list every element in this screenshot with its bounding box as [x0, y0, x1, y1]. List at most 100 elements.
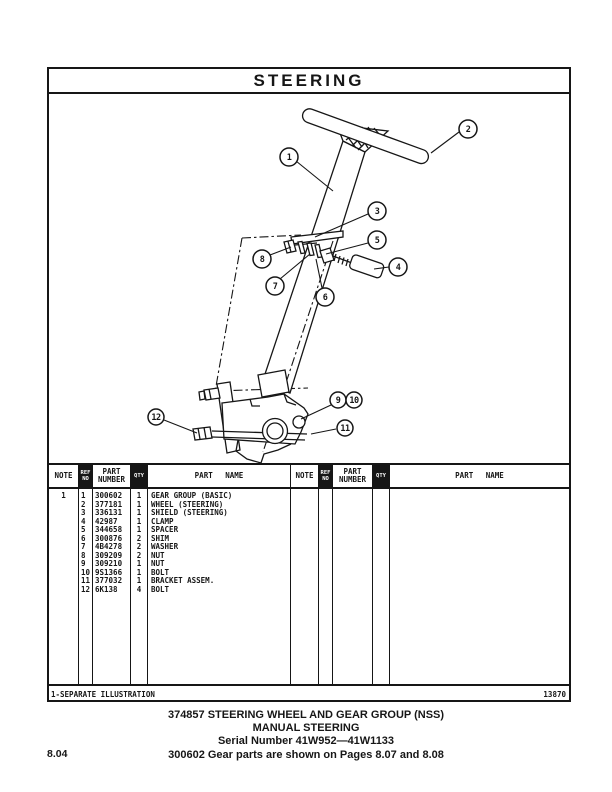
callout-6: 6 [315, 258, 335, 307]
header-ref-no: REF NO [79, 465, 93, 487]
table-cell-qty: 1 [136, 559, 142, 569]
bottom-bolt-line2 [203, 427, 207, 439]
header-part-top-right: PART [343, 467, 362, 476]
table-cell-ref: 12 [81, 585, 91, 595]
table-cell-qty: 1 [136, 516, 142, 526]
bracket-top-bolt [203, 387, 221, 401]
svg-text:6: 6 [323, 293, 328, 303]
caption-serial-number: Serial Number 41W952—41W1133 [217, 735, 395, 748]
header-part-name: PART NAME [148, 465, 291, 487]
svg-text:1: 1 [287, 153, 292, 163]
svg-text:12: 12 [151, 413, 161, 423]
page-caption: 374857 STEERING WHEEL AND GEAR GROUP (NS… [30, 709, 582, 762]
callout-8: 8 [252, 246, 292, 269]
table-cell-part_number: 42987 [95, 516, 118, 526]
bolt-shaft [332, 255, 353, 264]
table-cell-note: 1 [61, 491, 66, 500]
svg-text:8: 8 [260, 255, 265, 265]
header-ref-top: REF [80, 470, 91, 476]
spacer-part [306, 242, 315, 257]
header-ref-top-right: REF [320, 470, 331, 476]
table-cell-ref: 11 [81, 576, 91, 586]
table-column-note-right [291, 489, 319, 684]
table-cell-ref: 10 [81, 567, 91, 577]
bracket-washer [198, 390, 206, 401]
housing-notch [249, 398, 260, 407]
callout-12: 12 [147, 408, 198, 434]
table-cell-part_number: 300602 [95, 491, 123, 500]
svg-text:7: 7 [273, 282, 278, 292]
header-part-bottom: NUMBER [97, 475, 126, 484]
table-cell-qty: 1 [136, 499, 142, 509]
table-cell-qty: 1 [136, 508, 142, 518]
table-cell-qty: 2 [136, 542, 142, 552]
header-qty: QTY [131, 465, 148, 487]
table-cell-part_number: 300876 [95, 533, 123, 543]
table-header-row: NOTE REF NO PART NUMBER QTY PART NAME NO… [49, 465, 569, 489]
table-cell-ref: 6 [81, 533, 86, 543]
table-cell-ref: 8 [81, 550, 86, 560]
bracket-top-bolt-line [208, 388, 212, 400]
svg-text:11: 11 [340, 424, 350, 434]
header-part-number-right: PART NUMBER [333, 465, 373, 487]
table-cell-part_name: NUT [151, 559, 165, 569]
table-cell-ref: 1 [81, 491, 86, 500]
centerline-horizontal [215, 387, 309, 392]
table-cell-ref: 7 [81, 542, 86, 552]
panel-outline-left [214, 237, 243, 393]
table-cell-note [49, 586, 78, 595]
parts-table: NOTE REF NO PART NUMBER QTY PART NAME NO… [47, 463, 571, 684]
table-column-part-number-right [333, 489, 373, 684]
table-cell-part_name: NUT [151, 550, 165, 560]
table-cell-part_number: 6K138 [95, 585, 118, 595]
table-cell-ref: 9 [81, 559, 86, 569]
caption-subtitle: MANUAL STEERING [252, 722, 360, 735]
svg-text:3: 3 [375, 207, 380, 217]
table-cell-part_number: 309209 [95, 550, 123, 560]
table-cell-part_name: SHIELD (STEERING) [151, 508, 228, 518]
caption-group-title: 374857 STEERING WHEEL AND GEAR GROUP (NS… [167, 709, 445, 721]
housing-step [283, 393, 297, 406]
callout-11: 11 [310, 419, 354, 437]
header-ref-bottom: NO [82, 476, 89, 482]
table-footer: 1-SEPARATE ILLUSTRATION 13870 [47, 684, 571, 702]
bolt-rod-bottom [211, 436, 306, 441]
clamp-knob [349, 254, 385, 279]
table-column-ref-right [319, 489, 333, 684]
callout-3: 3 [314, 201, 387, 238]
bracket-bottom-bolt [192, 426, 213, 441]
page-border [47, 67, 571, 702]
table-cell-qty: 4 [136, 585, 142, 595]
header-part-bottom-right: NUMBER [338, 475, 367, 484]
header-ref-no-right: REF NO [319, 465, 333, 487]
header-part-top: PART [102, 467, 121, 476]
svg-text:5: 5 [375, 236, 380, 246]
table-cell-part_name: WASHER [151, 542, 179, 552]
table-cell-part_name: BOLT [151, 567, 170, 577]
svg-text:9: 9 [336, 396, 341, 406]
callout-5: 5 [325, 230, 387, 255]
table-cell-ref: 3 [81, 508, 86, 518]
header-part-name-right: PART NAME [455, 471, 504, 480]
column-centerline [262, 240, 334, 453]
form-number: 13870 [543, 689, 566, 699]
table-cell-ref: 5 [81, 525, 86, 535]
footer-note: 1-SEPARATE ILLUSTRATION [51, 689, 155, 699]
svg-text:4: 4 [396, 263, 401, 273]
table-cell-qty: 1 [136, 576, 142, 586]
table-cell-ref: 4 [81, 516, 86, 526]
table-cell-qty: 1 [136, 567, 142, 577]
table-cell-part_name: CLAMP [151, 516, 174, 526]
svg-text:2: 2 [466, 125, 471, 135]
table-cell-part_number: 9S1366 [95, 567, 123, 577]
bolt-rod-top [211, 430, 308, 435]
callout-1: 1 [279, 147, 334, 192]
bearing-inner [266, 422, 284, 440]
table-cell-qty: 2 [136, 533, 142, 543]
callout-2: 2 [430, 119, 478, 154]
table-cell-qty: 1 [136, 525, 142, 535]
